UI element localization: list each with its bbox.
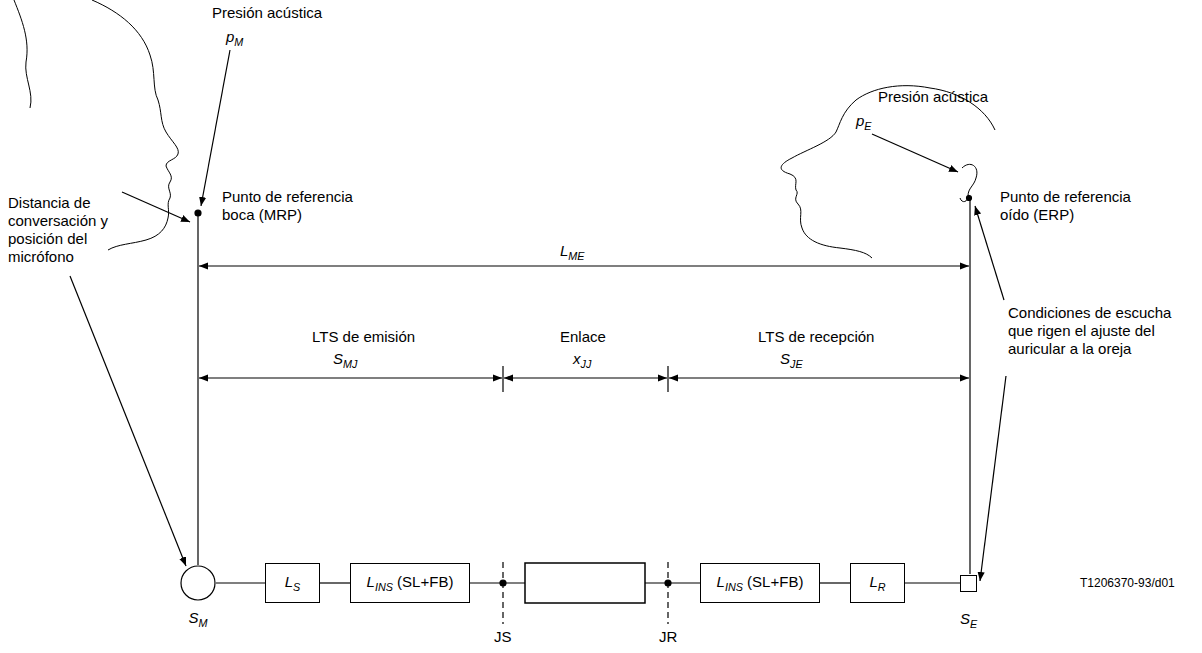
leader-arrow — [70, 276, 186, 566]
dimension-arrow — [199, 377, 502, 378]
pointer-arrow — [872, 134, 958, 172]
wire — [905, 582, 960, 583]
earphone-symbol: SE — [960, 575, 977, 592]
text-label: Presión acústica — [212, 4, 322, 22]
box-label: LINS (SL+FB) — [367, 573, 454, 593]
symbol-label: SM — [188, 609, 207, 629]
ear — [960, 164, 977, 201]
text-label: Distancia de conversación y posición del… — [8, 194, 130, 266]
text-label: Punto de referencia boca (MRP) — [222, 188, 372, 224]
microphone-circle — [180, 565, 216, 601]
symbol-label: SJE — [780, 350, 803, 371]
box-label: LS — [285, 573, 301, 593]
dimension-arrow — [199, 265, 969, 266]
text-label: T1206370-93/d01 — [1080, 576, 1175, 590]
text-label: JS — [494, 628, 512, 646]
tick — [667, 366, 668, 392]
leader-arrow — [122, 192, 190, 222]
reference-line — [197, 213, 198, 565]
box-label: LINS (SL+FB) — [717, 573, 804, 593]
junction-line — [502, 562, 503, 624]
wire — [645, 582, 700, 583]
head-back — [14, 0, 31, 108]
symbol-label: LME — [560, 242, 585, 263]
wire — [216, 582, 265, 583]
process-box: LS — [265, 563, 320, 603]
wire — [320, 582, 350, 583]
text-label: LTS de emisión — [312, 328, 415, 346]
head-outline — [781, 86, 930, 258]
text-label: Enlace — [560, 328, 606, 346]
symbol-label: pM — [226, 28, 243, 49]
dimension-arrow — [504, 377, 667, 378]
tick — [502, 366, 503, 392]
reference-point — [967, 196, 972, 201]
text-label: LTS de recepción — [758, 328, 874, 346]
link-box — [525, 563, 645, 603]
symbol-label: xJJ — [573, 350, 591, 371]
process-box: LR — [850, 563, 905, 603]
text-label: Punto de referencia oído (ERP) — [1000, 188, 1150, 224]
symbol-label: SE — [960, 610, 977, 630]
symbol-label: pE — [856, 112, 872, 133]
wire — [470, 582, 525, 583]
text-label: Condiciones de escucha que rigen el ajus… — [1008, 304, 1188, 358]
text-label: Presión acústica — [878, 88, 988, 106]
dimension-arrow — [669, 377, 969, 378]
box-label: LR — [869, 573, 885, 593]
leader-arrow — [975, 206, 1004, 300]
microphone-symbol: SM — [180, 565, 216, 601]
process-box: LINS (SL+FB) — [350, 563, 470, 603]
pointer-arrow — [201, 50, 230, 206]
leader-arrow — [980, 376, 1006, 581]
reference-line — [969, 200, 970, 574]
wire — [820, 582, 850, 583]
text-label: JR — [659, 628, 677, 646]
junction-line — [667, 562, 668, 624]
symbol-label: SMJ — [333, 350, 357, 371]
process-box: LINS (SL+FB) — [700, 563, 820, 603]
